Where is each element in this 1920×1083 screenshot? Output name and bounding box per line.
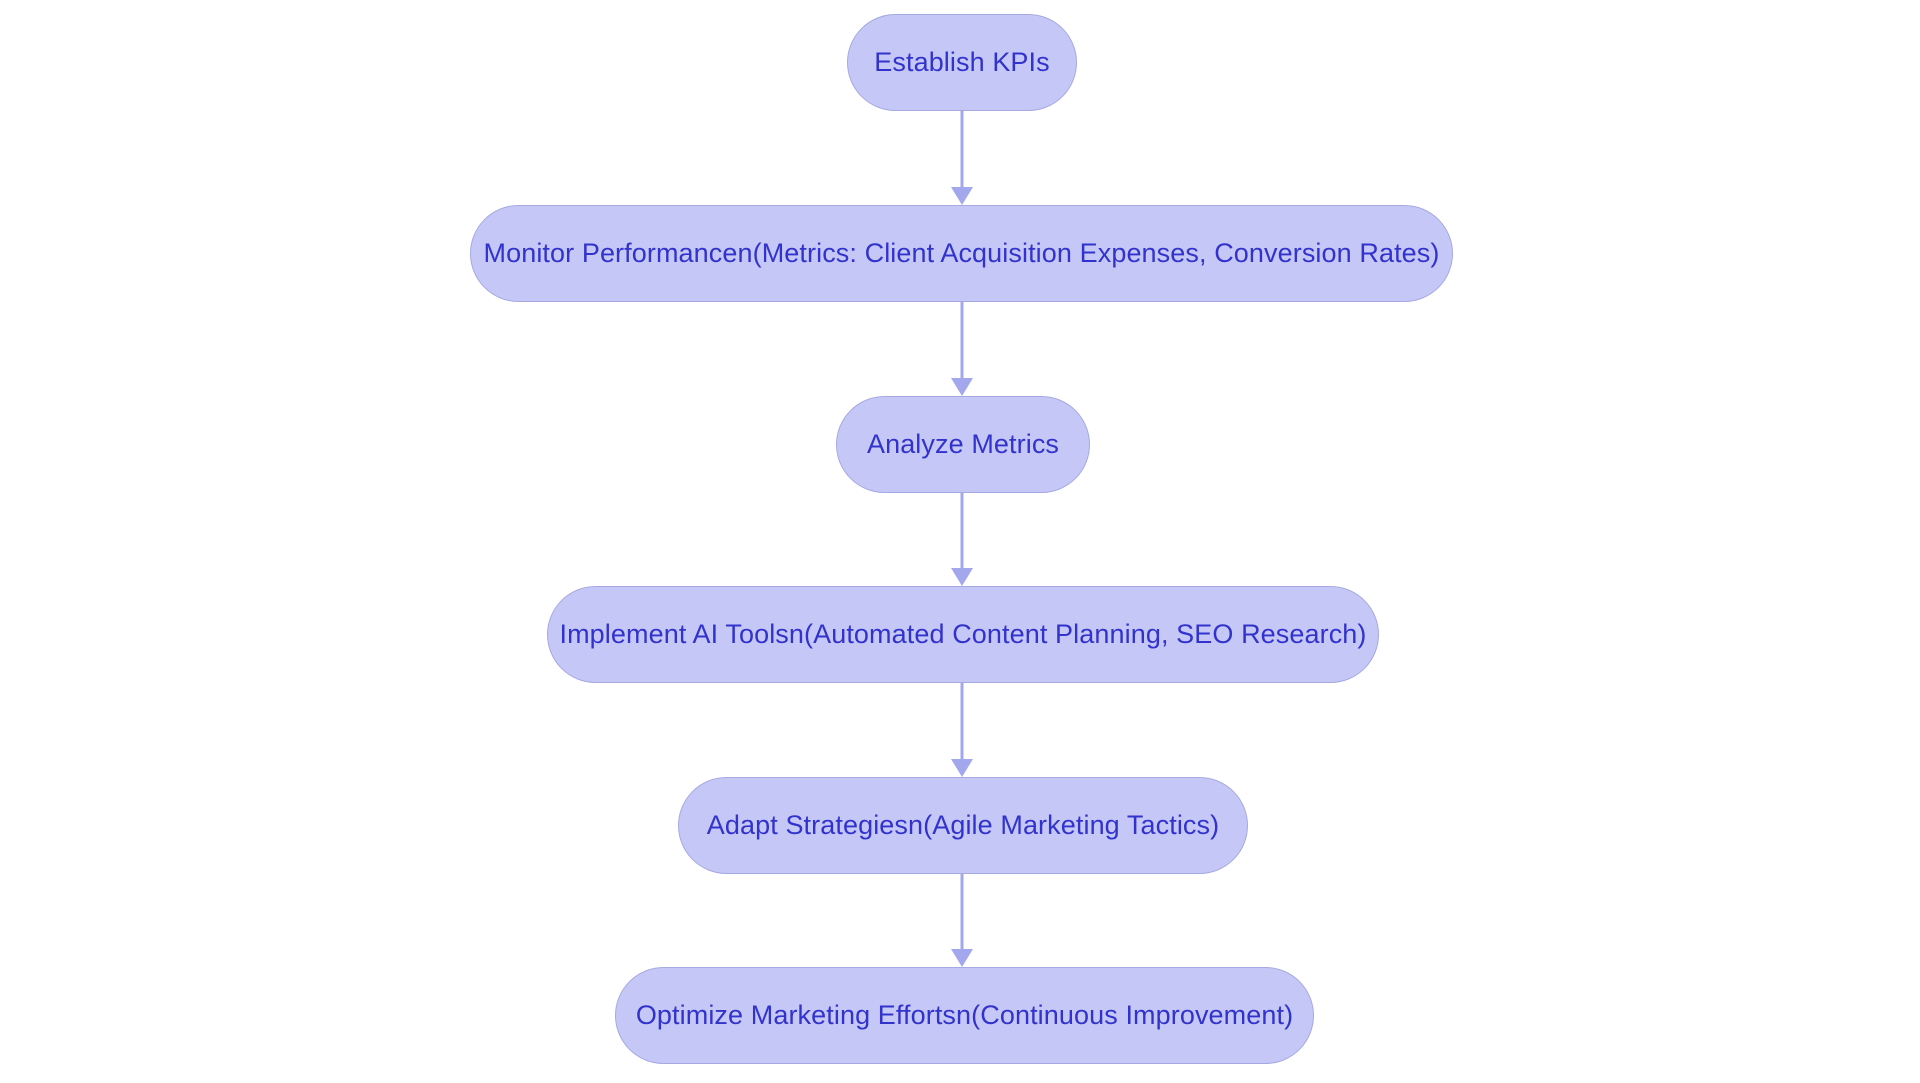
flow-edge — [942, 111, 982, 205]
flow-node-analyze-metrics[interactable]: Analyze Metrics — [836, 396, 1090, 493]
flow-node-label: Establish KPIs — [874, 47, 1050, 77]
arrow-down-icon — [951, 378, 973, 396]
flow-node-establish-kpis[interactable]: Establish KPIs — [847, 14, 1077, 111]
flow-node-label: Analyze Metrics — [866, 429, 1060, 459]
flow-edge — [942, 493, 982, 586]
flow-node-label: Adapt Strategiesn(Agile Marketing Tactic… — [706, 810, 1220, 840]
flow-edge-line — [960, 874, 964, 950]
flow-node-implement-ai-tools[interactable]: Implement AI Toolsn(Automated Content Pl… — [547, 586, 1379, 683]
flow-edge-line — [960, 111, 964, 188]
flow-edge — [942, 683, 982, 777]
arrow-down-icon — [951, 568, 973, 586]
arrow-down-icon — [951, 187, 973, 205]
arrow-down-icon — [951, 949, 973, 967]
arrow-down-icon — [951, 759, 973, 777]
flow-edge — [942, 302, 982, 396]
flow-node-adapt-strategies[interactable]: Adapt Strategiesn(Agile Marketing Tactic… — [678, 777, 1248, 874]
flow-node-monitor-performance[interactable]: Monitor Performancen(Metrics: Client Acq… — [470, 205, 1453, 302]
flow-edge-line — [960, 302, 964, 379]
flow-edge-line — [960, 493, 964, 569]
flow-node-label: Optimize Marketing Effortsn(Continuous I… — [635, 1000, 1294, 1030]
flow-node-label: Implement AI Toolsn(Automated Content Pl… — [559, 619, 1367, 649]
flow-edge — [942, 874, 982, 967]
flow-node-label: Monitor Performancen(Metrics: Client Acq… — [483, 238, 1440, 268]
flow-node-optimize-marketing-efforts[interactable]: Optimize Marketing Effortsn(Continuous I… — [615, 967, 1314, 1064]
flow-edge-line — [960, 683, 964, 760]
